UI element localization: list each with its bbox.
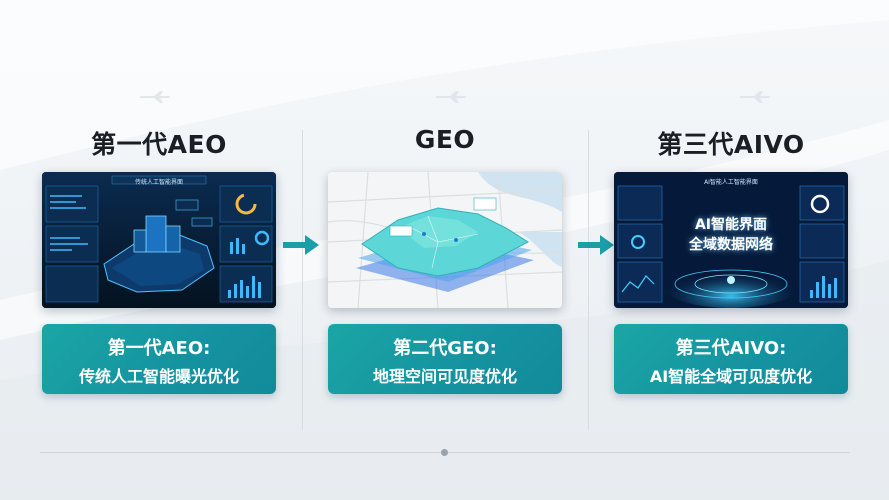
caption-subtitle: AI智能全域可见度优化 [649, 367, 813, 386]
arrow-right-icon [578, 235, 614, 255]
aeo-dashboard-image: 传统人工智能界面 [42, 172, 276, 308]
panel-geo: GEO 第二代GEO: 地理空间可见度优化 [328, 0, 608, 500]
caption-card: 第三代AIVO: AI智能全域可见度优化 [614, 324, 848, 394]
divider-right [588, 130, 589, 430]
caption-card: 第二代GEO: 地理空间可见度优化 [328, 324, 562, 394]
caption-subtitle: 传统人工智能曝光优化 [78, 367, 239, 386]
aivo-dashboard-image: AI智能人工智能界面 AI智能界面 全域数据网络 [614, 172, 848, 308]
dashboard-title: AI智能人工智能界面 [704, 179, 758, 186]
overlay-line-1: AI智能界面 [694, 217, 768, 233]
panel-heading: 第一代AEO [91, 130, 227, 159]
caption-subtitle: 地理空间可见度优化 [372, 367, 517, 386]
caption-title: 第一代AEO: [107, 338, 211, 359]
panel-heading: 第三代AIVO [657, 130, 805, 159]
overlay-line-2: 全域数据网络 [689, 237, 773, 253]
aivo-dashboard-graphic [614, 172, 848, 308]
caption-card: 第一代AEO: 传统人工智能曝光优化 [42, 324, 276, 394]
panel-heading: GEO [414, 125, 476, 154]
panel-aivo: 第三代AIVO [614, 0, 889, 500]
pager-dot [441, 449, 448, 456]
geo-map-image [328, 172, 562, 308]
aeo-dashboard-graphic [42, 172, 276, 308]
caption-title: 第三代AIVO: [675, 338, 787, 359]
divider-left [302, 130, 303, 430]
panel-aeo: 第一代AEO [42, 0, 322, 500]
arrow-right-icon [283, 235, 319, 255]
geo-map-graphic [328, 172, 562, 308]
caption-title: 第二代GEO: [393, 338, 497, 359]
dashboard-title: 传统人工智能界面 [134, 179, 183, 186]
